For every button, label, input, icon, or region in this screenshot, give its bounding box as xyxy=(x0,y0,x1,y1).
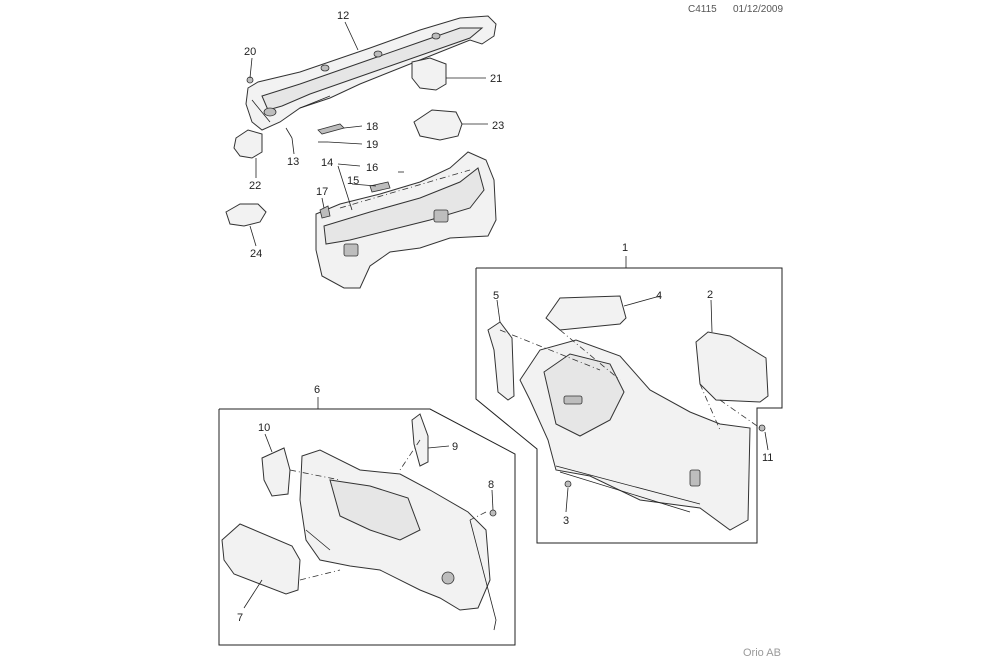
callout-5: 5 xyxy=(493,290,499,302)
part-5 xyxy=(487,321,515,401)
part-10 xyxy=(261,447,291,497)
leader-lines xyxy=(243,21,769,609)
callout-18: 18 xyxy=(366,121,378,133)
callout-9: 9 xyxy=(452,441,458,453)
part-2 xyxy=(695,331,769,403)
part-3 xyxy=(564,480,572,488)
callout-20: 20 xyxy=(244,46,256,58)
callout-3: 3 xyxy=(563,515,569,527)
callout-6: 6 xyxy=(314,384,320,396)
diagram-code: C4115 xyxy=(688,4,717,15)
brand-footer: Orio AB xyxy=(743,647,781,659)
part-13 xyxy=(285,127,293,139)
callout-11: 11 xyxy=(762,452,773,464)
callout-1: 1 xyxy=(622,242,628,254)
part-22 xyxy=(233,129,263,159)
part-14-rear-sill-trim xyxy=(315,151,497,289)
part-18 xyxy=(317,123,345,135)
part-7 xyxy=(221,523,301,595)
part-4 xyxy=(545,295,627,331)
callout-4: 4 xyxy=(656,290,662,302)
callout-15: 15 xyxy=(347,175,359,187)
callout-7: 7 xyxy=(237,612,243,624)
diagram-date: 01/12/2009 xyxy=(733,4,784,15)
part-17 xyxy=(319,205,331,219)
part-24 xyxy=(225,203,267,227)
callout-13: 13 xyxy=(287,156,299,168)
callout-labels: 12 20 21 23 18 19 13 22 14 16 15 17 24 1… xyxy=(237,10,773,624)
assembly-frame-6 xyxy=(218,408,516,646)
callout-21: 21 xyxy=(490,73,502,85)
part-15 xyxy=(369,181,391,193)
callout-8: 8 xyxy=(488,479,494,491)
callout-16: 16 xyxy=(366,162,378,174)
part-8 xyxy=(489,509,497,517)
callout-10: 10 xyxy=(258,422,270,434)
part-23 xyxy=(413,109,463,141)
callout-2: 2 xyxy=(707,289,713,301)
part-1-side-trim-assembly xyxy=(519,339,751,531)
part-11 xyxy=(758,424,766,432)
assembly-frame-1 xyxy=(475,267,783,544)
callout-23: 23 xyxy=(492,120,504,132)
callout-17: 17 xyxy=(316,186,328,198)
callout-19: 19 xyxy=(366,139,378,151)
part-21 xyxy=(411,57,447,91)
callout-14: 14 xyxy=(321,157,333,169)
callout-24: 24 xyxy=(250,248,262,260)
callout-12: 12 xyxy=(337,10,349,22)
callout-22: 22 xyxy=(249,180,261,192)
part-6-side-trim-assembly xyxy=(299,449,497,631)
part-12-rear-shelf xyxy=(245,15,497,131)
